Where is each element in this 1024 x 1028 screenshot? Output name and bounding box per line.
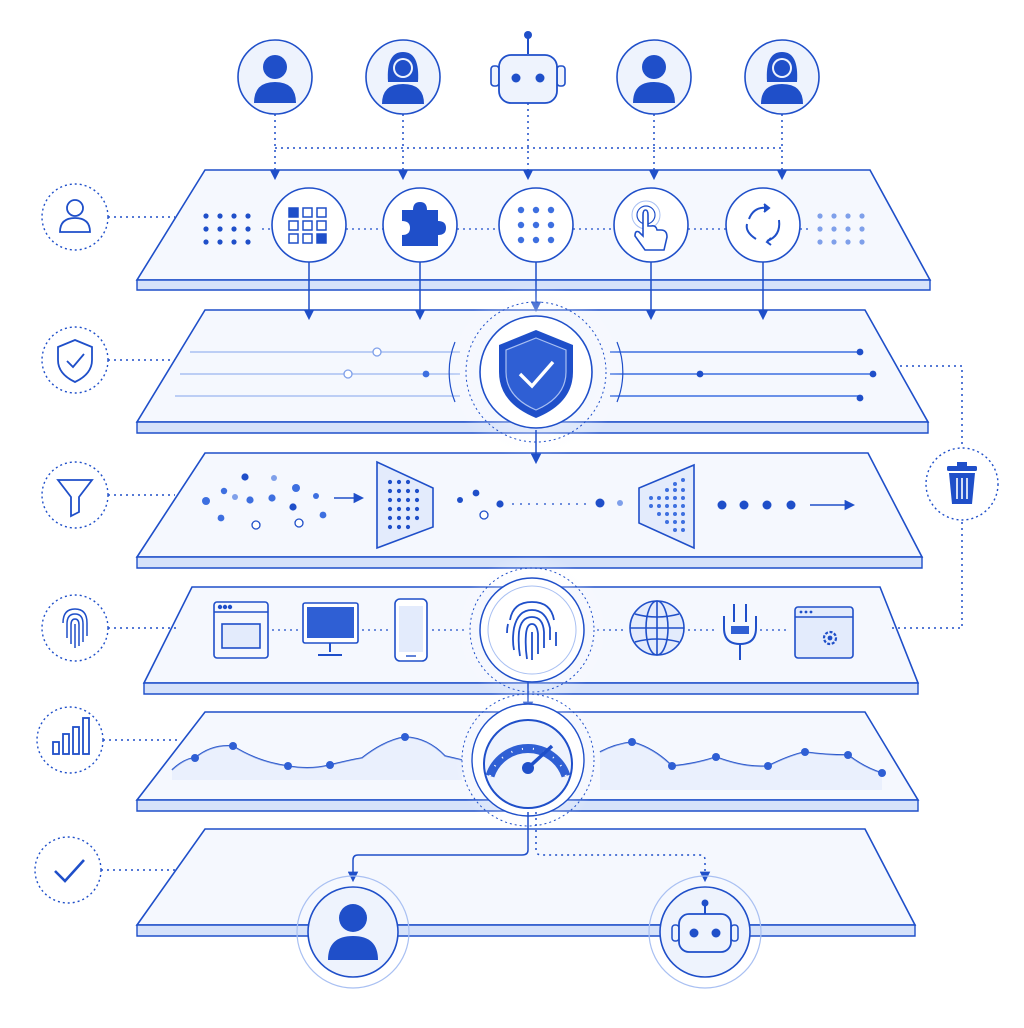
side-node-3[interactable] bbox=[41, 461, 175, 529]
layer-plate-3 bbox=[135, 452, 924, 569]
side-connector-trash bbox=[888, 365, 963, 629]
speed-gauge-icon bbox=[483, 719, 573, 809]
layer1-widget-node[interactable] bbox=[271, 187, 347, 263]
side-node-1[interactable] bbox=[41, 183, 175, 251]
result-connectors bbox=[347, 812, 711, 883]
layer3-mid-dots bbox=[457, 489, 623, 520]
prism-out-icon bbox=[638, 463, 695, 550]
layer1-refresh-node[interactable] bbox=[725, 187, 801, 263]
actor-woman-2[interactable] bbox=[744, 39, 820, 115]
desktop-monitor-icon bbox=[302, 602, 359, 656]
actor-connectors bbox=[269, 103, 788, 181]
layer1-pointer-node[interactable] bbox=[613, 187, 689, 263]
layer-plate-6 bbox=[135, 828, 917, 937]
actor-robot[interactable] bbox=[490, 31, 566, 104]
shield-outline-icon bbox=[57, 339, 93, 383]
settings-window-icon bbox=[794, 606, 854, 659]
fingerprint-icon bbox=[506, 601, 557, 660]
actor-person-1[interactable] bbox=[237, 39, 313, 115]
person-result-icon bbox=[328, 904, 378, 960]
layer5-gauge-node[interactable] bbox=[454, 686, 602, 834]
layer4-fingerprint-node[interactable] bbox=[456, 554, 608, 706]
side-node-2[interactable] bbox=[41, 326, 175, 394]
dot-matrix-icon bbox=[517, 206, 555, 244]
side-node-4[interactable] bbox=[41, 594, 180, 662]
trash-node[interactable] bbox=[925, 447, 999, 521]
result-person-node[interactable] bbox=[296, 875, 410, 989]
actor-person-2[interactable] bbox=[616, 39, 692, 115]
bar-chart-icon bbox=[52, 717, 90, 755]
prism-in-icon bbox=[376, 460, 434, 550]
fingerprint-outline-icon bbox=[62, 608, 88, 648]
dot-sequence-icon bbox=[717, 499, 856, 511]
funnel-icon bbox=[56, 479, 94, 518]
checkmark-icon bbox=[54, 859, 85, 883]
woman-icon bbox=[761, 52, 803, 104]
actor-woman-1[interactable] bbox=[365, 39, 441, 115]
pointer-hand-icon bbox=[631, 200, 668, 251]
browser-window-icon bbox=[213, 601, 269, 659]
refresh-cycle-icon bbox=[745, 203, 781, 246]
puzzle-icon bbox=[402, 202, 446, 246]
particle-cluster-icon bbox=[202, 473, 365, 530]
person-outline-icon bbox=[59, 199, 91, 233]
robot-result-icon bbox=[671, 899, 739, 953]
side-node-6[interactable] bbox=[34, 836, 175, 904]
layer2-flow-dots bbox=[343, 347, 877, 402]
trash-can-icon bbox=[947, 462, 977, 504]
plug-icon bbox=[723, 604, 757, 660]
shield-check-icon bbox=[499, 330, 573, 418]
person-icon bbox=[254, 55, 296, 103]
robot-icon bbox=[490, 31, 566, 104]
layer2-shield-node[interactable] bbox=[448, 284, 624, 460]
wave-line-icon bbox=[171, 733, 886, 790]
woman-icon bbox=[382, 52, 424, 104]
side-node-5[interactable] bbox=[36, 706, 180, 774]
widget-grid-icon bbox=[288, 207, 327, 244]
globe-icon bbox=[629, 600, 685, 656]
result-robot-node[interactable] bbox=[648, 875, 762, 989]
layer2-flow-lines bbox=[175, 351, 873, 397]
faded-dot-grid-icon bbox=[817, 213, 865, 245]
dot-grid-icon bbox=[203, 213, 251, 245]
person-icon bbox=[633, 55, 675, 103]
layer1-dotmatrix-node[interactable] bbox=[498, 187, 574, 263]
layer1-puzzle-node[interactable] bbox=[382, 187, 458, 263]
smartphone-icon bbox=[394, 598, 428, 662]
